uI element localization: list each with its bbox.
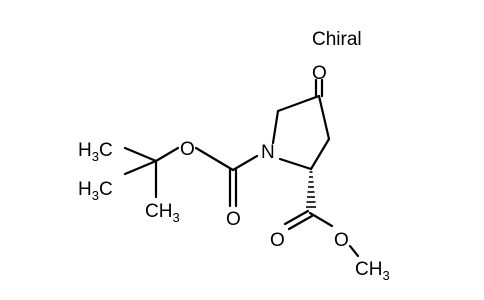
- bond-ester-o: [308, 211, 334, 228]
- bond-ester-co-1: [283, 209, 310, 226]
- bonds: [123, 78, 360, 258]
- bond-carbamate-o: [194, 146, 235, 172]
- chiral-label: Chiral: [312, 29, 362, 50]
- bond-c5-c4: [276, 94, 321, 113]
- ester-oxygen-atom: O: [334, 230, 349, 251]
- bond-c3-c2: [309, 137, 331, 171]
- bond-n-carbamate: [231, 154, 259, 172]
- nitrogen-atom: N: [261, 142, 275, 163]
- bond-ester-co-2: [287, 214, 314, 231]
- methyl-tbu-bottom: CH3: [145, 201, 180, 225]
- ester-carbonyl-oxygen-atom: O: [270, 230, 285, 251]
- bond-cq-me2: [123, 159, 158, 176]
- methyl-ester: CH3: [355, 259, 390, 283]
- bond-o-cq: [154, 146, 180, 163]
- methyl-middle-left: H3C: [78, 179, 113, 203]
- methyl-top-left: H3C: [78, 140, 113, 164]
- bond-cq-me1: [123, 146, 158, 163]
- carbamate-carbonyl-oxygen-atom: O: [226, 209, 241, 230]
- ketone-oxygen-atom: O: [312, 63, 327, 84]
- bond-c4-c3: [317, 94, 331, 141]
- atom-labels: N O O O O O H3C H3C CH3 CH3: [78, 63, 390, 283]
- carbamate-ester-oxygen-atom: O: [180, 139, 195, 160]
- stereo-hash-bond: [306, 171, 316, 208]
- bond-n-c5: [271, 109, 280, 145]
- bond-c2-n: [278, 157, 313, 171]
- bond-o-methyl: [348, 244, 360, 258]
